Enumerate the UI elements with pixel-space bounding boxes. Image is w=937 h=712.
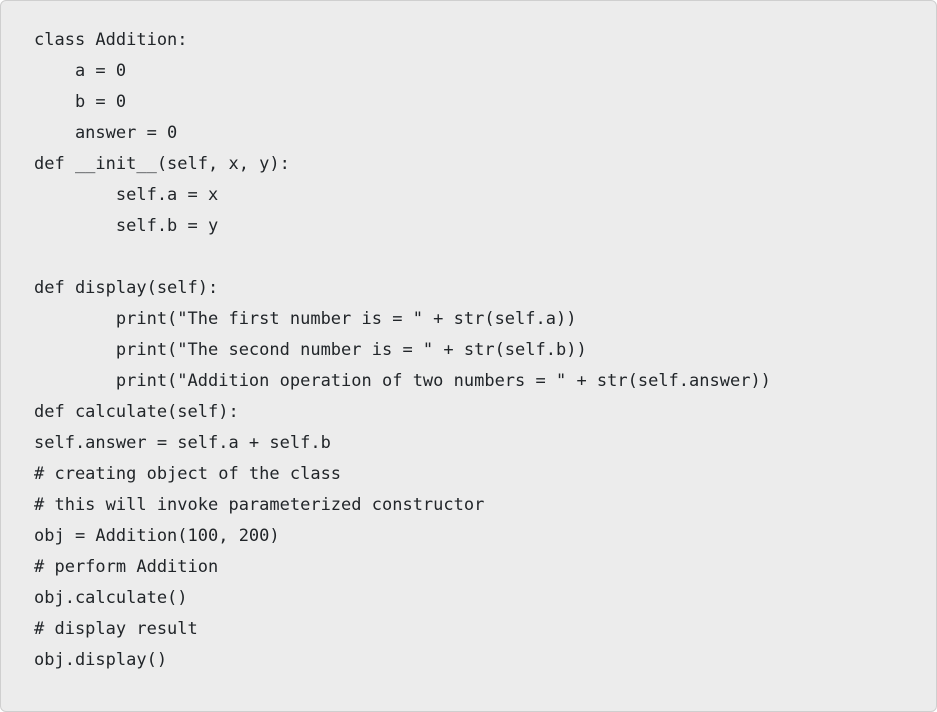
code-line: self.b = y [34, 216, 219, 236]
code-line: answer = 0 [34, 123, 178, 143]
code-line: b = 0 [34, 92, 127, 112]
code-line: def display(self): [34, 278, 219, 298]
code-line: print("Addition operation of two numbers… [34, 371, 771, 391]
code-line: obj = Addition(100, 200) [34, 526, 280, 546]
code-line: def calculate(self): [34, 402, 239, 422]
code-line: a = 0 [34, 61, 127, 81]
code-line: print("The second number is = " + str(se… [34, 340, 587, 360]
code-line: # perform Addition [34, 557, 219, 577]
code-line: # this will invoke parameterized constru… [34, 495, 485, 515]
code-line: class Addition: [34, 30, 188, 50]
code-line: obj.display() [34, 650, 168, 670]
code-line-blank [34, 242, 916, 273]
code-line: # creating object of the class [34, 464, 342, 484]
code-line: print("The first number is = " + str(sel… [34, 309, 577, 329]
code-line: obj.calculate() [34, 588, 188, 608]
code-line: self.answer = self.a + self.b [34, 433, 331, 453]
code-line: self.a = x [34, 185, 219, 205]
code-line: def __init__(self, x, y): [34, 154, 290, 174]
code-line: # display result [34, 619, 198, 639]
